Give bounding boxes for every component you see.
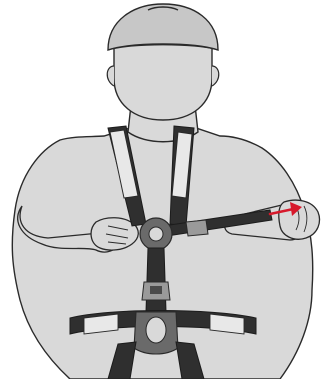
chest-strap-buckle xyxy=(186,220,208,236)
ventral-attachment-hole xyxy=(146,317,166,343)
helmet xyxy=(108,4,218,50)
sternal-strap xyxy=(146,248,166,312)
waist-belt-pad-right xyxy=(210,314,244,334)
sternal-buckle-slot xyxy=(150,286,162,294)
central-connector-hole xyxy=(149,227,163,241)
left-ear xyxy=(107,66,114,86)
right-ear xyxy=(212,66,219,86)
waist-belt-pad-left xyxy=(84,314,118,334)
